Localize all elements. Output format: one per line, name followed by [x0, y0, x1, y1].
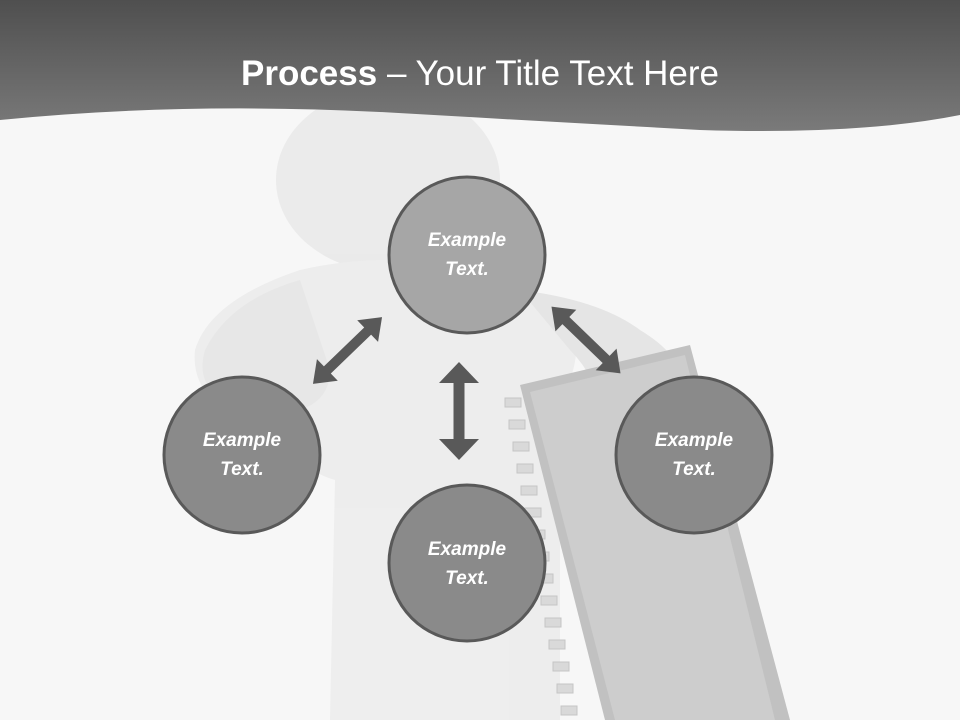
process-node-bottom — [387, 483, 547, 643]
slide-title: Process – Your Title Text Here — [0, 52, 960, 96]
title-rest-text: – Your Title Text Here — [377, 54, 719, 93]
node-left-line1: Example — [202, 430, 282, 451]
header-band — [0, 0, 960, 131]
node-top-label: Example Text. — [392, 226, 542, 284]
process-diagram — [162, 175, 774, 643]
double-arrow-icon-left — [312, 317, 383, 384]
double-arrow-icon-vertical — [439, 362, 479, 460]
node-bottom-line2: Text. — [445, 568, 489, 589]
title-bold-text: Process — [241, 54, 378, 93]
process-node-right — [614, 375, 774, 535]
node-bottom-label: Example Text. — [392, 535, 542, 593]
process-node-top — [387, 175, 547, 335]
node-right-line1: Example — [654, 430, 734, 451]
node-top-line1: Example — [427, 230, 507, 251]
chip-illustration — [504, 345, 790, 720]
double-arrow-icon-right — [551, 306, 621, 374]
node-left-line2: Text. — [220, 459, 264, 480]
node-right-label: Example Text. — [619, 426, 769, 484]
node-right-line2: Text. — [672, 459, 716, 480]
process-node-left — [162, 375, 322, 535]
node-left-label: Example Text. — [167, 426, 317, 484]
node-bottom-line1: Example — [427, 539, 507, 560]
node-top-line2: Text. — [445, 259, 489, 280]
